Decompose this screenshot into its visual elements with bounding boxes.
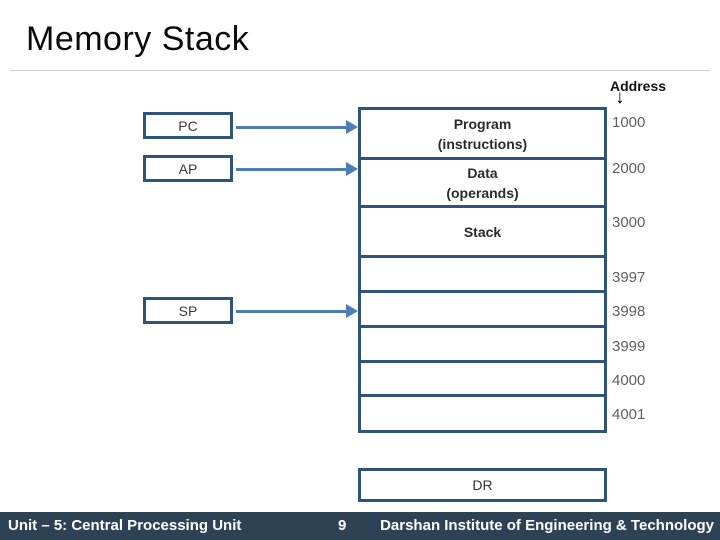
address-value: 3999 <box>612 338 646 355</box>
address-value: 3998 <box>612 303 646 320</box>
footer-institute-name: Darshan Institute of Engineering & Techn… <box>380 517 714 534</box>
memory-row-empty <box>361 363 604 397</box>
address-value: 4000 <box>612 372 646 389</box>
title-divider <box>10 70 710 71</box>
memory-table: Program (instructions) Data (operands) S… <box>358 107 607 433</box>
address-value: 3000 <box>612 214 646 231</box>
address-value: 1000 <box>612 114 646 131</box>
dr-register-box: DR <box>358 468 607 502</box>
down-arrow-icon: ↓ <box>615 87 625 108</box>
memory-row-label: Data <box>467 164 498 181</box>
ap-register-box: AP <box>143 155 233 182</box>
memory-row-label: Program <box>453 115 512 132</box>
memory-row-program: Program (instructions) <box>361 110 604 160</box>
footer-unit-title: Unit – 5: Central Processing Unit <box>8 517 242 534</box>
memory-row-empty <box>361 328 604 363</box>
memory-row-stack: Stack <box>361 208 604 258</box>
pc-arrow-line <box>236 126 346 129</box>
memory-row-label: (operands) <box>446 184 519 201</box>
page-title: Memory Stack <box>26 20 250 58</box>
footer-page-number: 9 <box>338 517 347 534</box>
footer-bar: Unit – 5: Central Processing Unit 9 Dars… <box>0 512 720 540</box>
ap-arrow-line <box>236 168 346 171</box>
address-column-header: Address <box>610 78 667 94</box>
sp-register-box: SP <box>143 297 233 324</box>
sp-arrow-line <box>236 310 346 313</box>
address-value: 4001 <box>612 406 646 423</box>
ap-arrow-head-icon <box>346 162 358 176</box>
sp-arrow-head-icon <box>346 304 358 318</box>
pc-register-box: PC <box>143 112 233 139</box>
memory-row-label: Stack <box>463 223 502 240</box>
dr-register-label: DR <box>472 477 493 493</box>
pc-arrow-head-icon <box>346 120 358 134</box>
memory-row-label: (instructions) <box>437 135 528 152</box>
memory-row-empty <box>361 397 604 430</box>
address-value: 3997 <box>612 269 646 286</box>
sp-register-label: SP <box>178 302 198 319</box>
memory-row-empty <box>361 258 604 293</box>
pc-register-label: PC <box>178 117 198 134</box>
memory-row-data: Data (operands) <box>361 160 604 208</box>
address-value: 2000 <box>612 160 646 177</box>
ap-register-label: AP <box>178 160 198 177</box>
memory-row-empty <box>361 293 604 328</box>
